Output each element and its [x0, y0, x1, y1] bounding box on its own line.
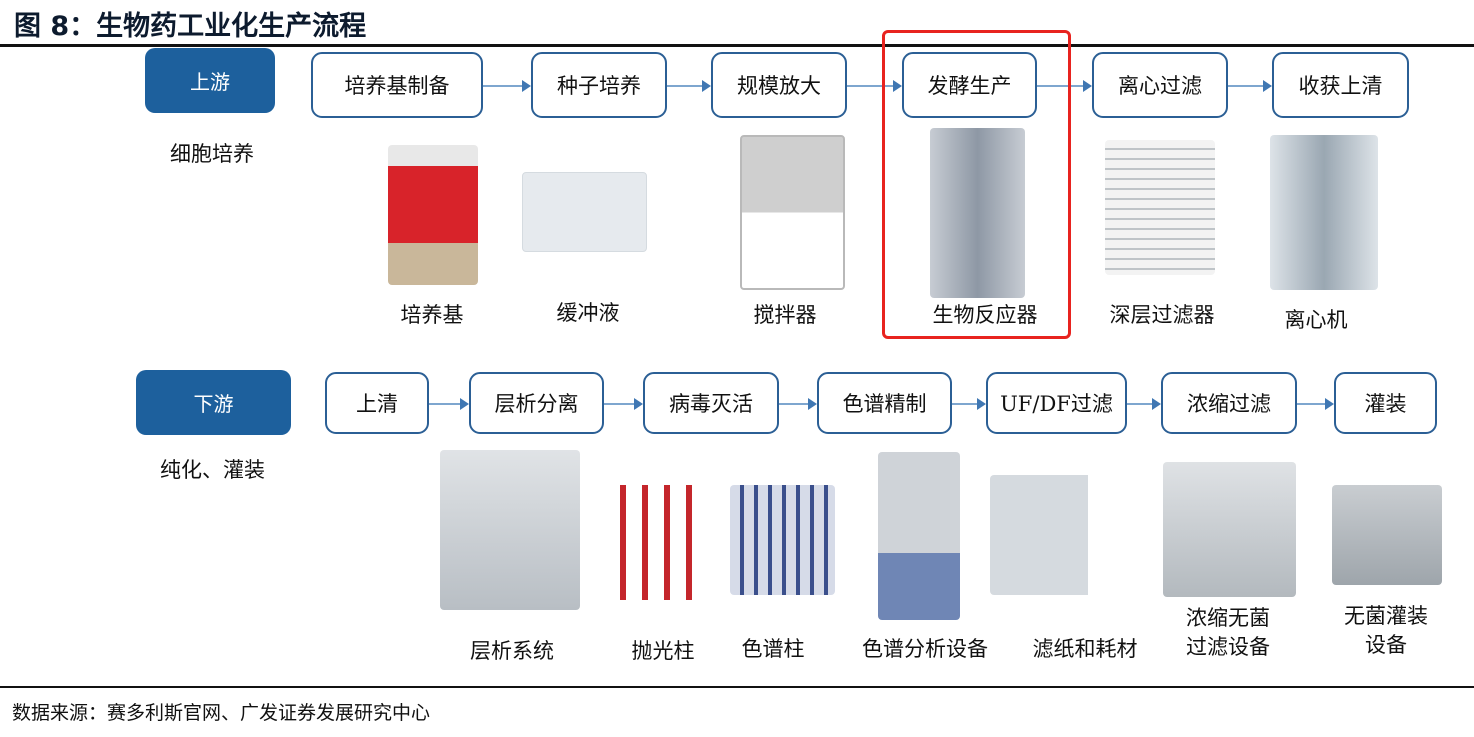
step-concentration: 浓缩过滤: [1161, 372, 1297, 434]
step-chromatography: 层析分离: [469, 372, 604, 434]
label-centrifuge: 离心机: [1284, 308, 1348, 332]
centrifuge-image: [1270, 135, 1378, 290]
stage-upstream: 上游: [145, 48, 275, 113]
arrow: [483, 80, 531, 92]
label-analyzer: 色谱分析设备: [862, 637, 988, 661]
polishing-column-image: [612, 485, 707, 600]
arrow: [847, 80, 902, 92]
step-centrifuge-filter: 离心过滤: [1092, 52, 1228, 118]
chromatography-column-image: [730, 485, 835, 595]
label-chromatography-column: 色谱柱: [741, 637, 805, 661]
chromatography-analyzer-image: [878, 452, 960, 620]
figure-title: 图 8：生物药工业化生产流程: [14, 11, 367, 42]
stage-downstream: 下游: [136, 370, 291, 435]
label-depth-filter: 深层过滤器: [1109, 303, 1215, 327]
step-seed-culture: 种子培养: [531, 52, 667, 118]
step-media-prep: 培养基制备: [311, 52, 483, 118]
label-buffer: 缓冲液: [556, 301, 620, 325]
step-filling: 灌装: [1334, 372, 1437, 434]
media-bag-image: [388, 145, 478, 285]
chromatography-system-image: [440, 450, 580, 610]
arrow: [1037, 80, 1092, 92]
label-polishing-column: 抛光柱: [631, 639, 695, 663]
footer-rule: [0, 686, 1474, 688]
filter-consumables-image: [990, 475, 1130, 595]
arrow: [1228, 80, 1272, 92]
step-fermentation: 发酵生产: [902, 52, 1037, 118]
concentration-filter-image: [1163, 462, 1296, 597]
step-scale-up: 规模放大: [711, 52, 847, 118]
arrow: [779, 398, 817, 410]
label-mixer: 搅拌器: [753, 303, 817, 327]
aseptic-filling-image: [1332, 485, 1442, 585]
label-filter-consumables: 滤纸和耗材: [1032, 637, 1138, 661]
highlight-box: [882, 30, 1071, 339]
label-concentration-line1: 浓缩无菌: [1186, 606, 1270, 630]
title-rule: [0, 44, 1474, 47]
step-polishing: 色谱精制: [817, 372, 952, 434]
mixer-image: [740, 135, 845, 290]
label-medium: 培养基: [400, 303, 464, 327]
arrow: [667, 80, 711, 92]
downstream-note: 纯化、灌装: [160, 458, 265, 482]
arrow: [952, 398, 986, 410]
bioreactor-image: [930, 128, 1025, 298]
buffer-bag-image: [522, 172, 647, 252]
step-supernatant: 上清: [325, 372, 429, 434]
step-harvest: 收获上清: [1272, 52, 1409, 118]
source-note: 数据来源：赛多利斯官网、广发证券发展研究中心: [12, 702, 431, 724]
label-bioreactor: 生物反应器: [932, 303, 1038, 327]
upstream-note: 细胞培养: [170, 142, 254, 166]
label-chromatography-system: 层析系统: [470, 639, 554, 663]
label-filling-line2: 设备: [1365, 633, 1407, 657]
arrow: [429, 398, 469, 410]
step-ufdf: UF/DF过滤: [986, 372, 1127, 434]
label-concentration-line2: 过滤设备: [1186, 635, 1270, 659]
depth-filter-image: [1105, 140, 1215, 275]
label-filling-line1: 无菌灌装: [1344, 604, 1428, 628]
arrow: [1127, 398, 1161, 410]
arrow: [1297, 398, 1334, 410]
step-virus-inactivation: 病毒灭活: [643, 372, 779, 434]
arrow: [604, 398, 643, 410]
